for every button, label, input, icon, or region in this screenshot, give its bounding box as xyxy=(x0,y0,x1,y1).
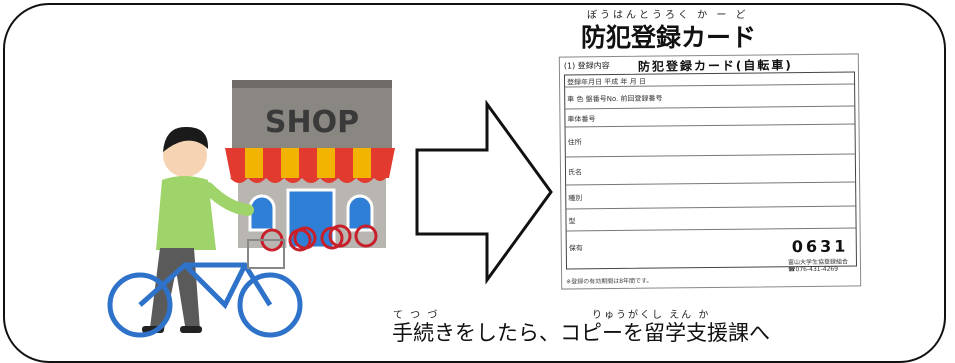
card-row: 種別 xyxy=(566,182,856,210)
instruction-furigana-right: りゅうがくし えん か xyxy=(592,310,711,321)
shop-sign: SHOP xyxy=(265,105,359,140)
registration-card: (1) 登録内容 防犯登録カード(自転車) 登録年月日 平成 年 月 日 車 色… xyxy=(558,53,862,290)
title-furigana: ぼうはんとうろく か ー ど xyxy=(587,10,749,21)
card-row: 型 xyxy=(566,206,856,232)
right-arrow-icon xyxy=(415,100,553,285)
shop-awning xyxy=(225,148,395,183)
card-number: 0631 xyxy=(791,236,849,257)
card-row: 車 色 盤番号No. 前回登録番号 xyxy=(565,84,855,110)
card-footnote: ※登録の有効期間は8年間です。 xyxy=(566,277,653,286)
page-title: 防犯登録カード xyxy=(581,23,757,52)
shop-and-cyclist-illustration: SHOP xyxy=(107,80,395,338)
card-row: 氏名 xyxy=(565,154,856,186)
blue-bicycle xyxy=(107,262,303,338)
card-row: 住所 xyxy=(565,124,855,158)
card-issuer: 富山大学生協登録組合☎076-431-4269 xyxy=(787,258,849,274)
instruction-furigana-left: て つ づ xyxy=(393,310,440,321)
instruction-text: 手続きをしたら、コピーを留学支援課へ xyxy=(392,321,770,345)
card-header-left: (1) 登録内容 xyxy=(563,61,610,71)
